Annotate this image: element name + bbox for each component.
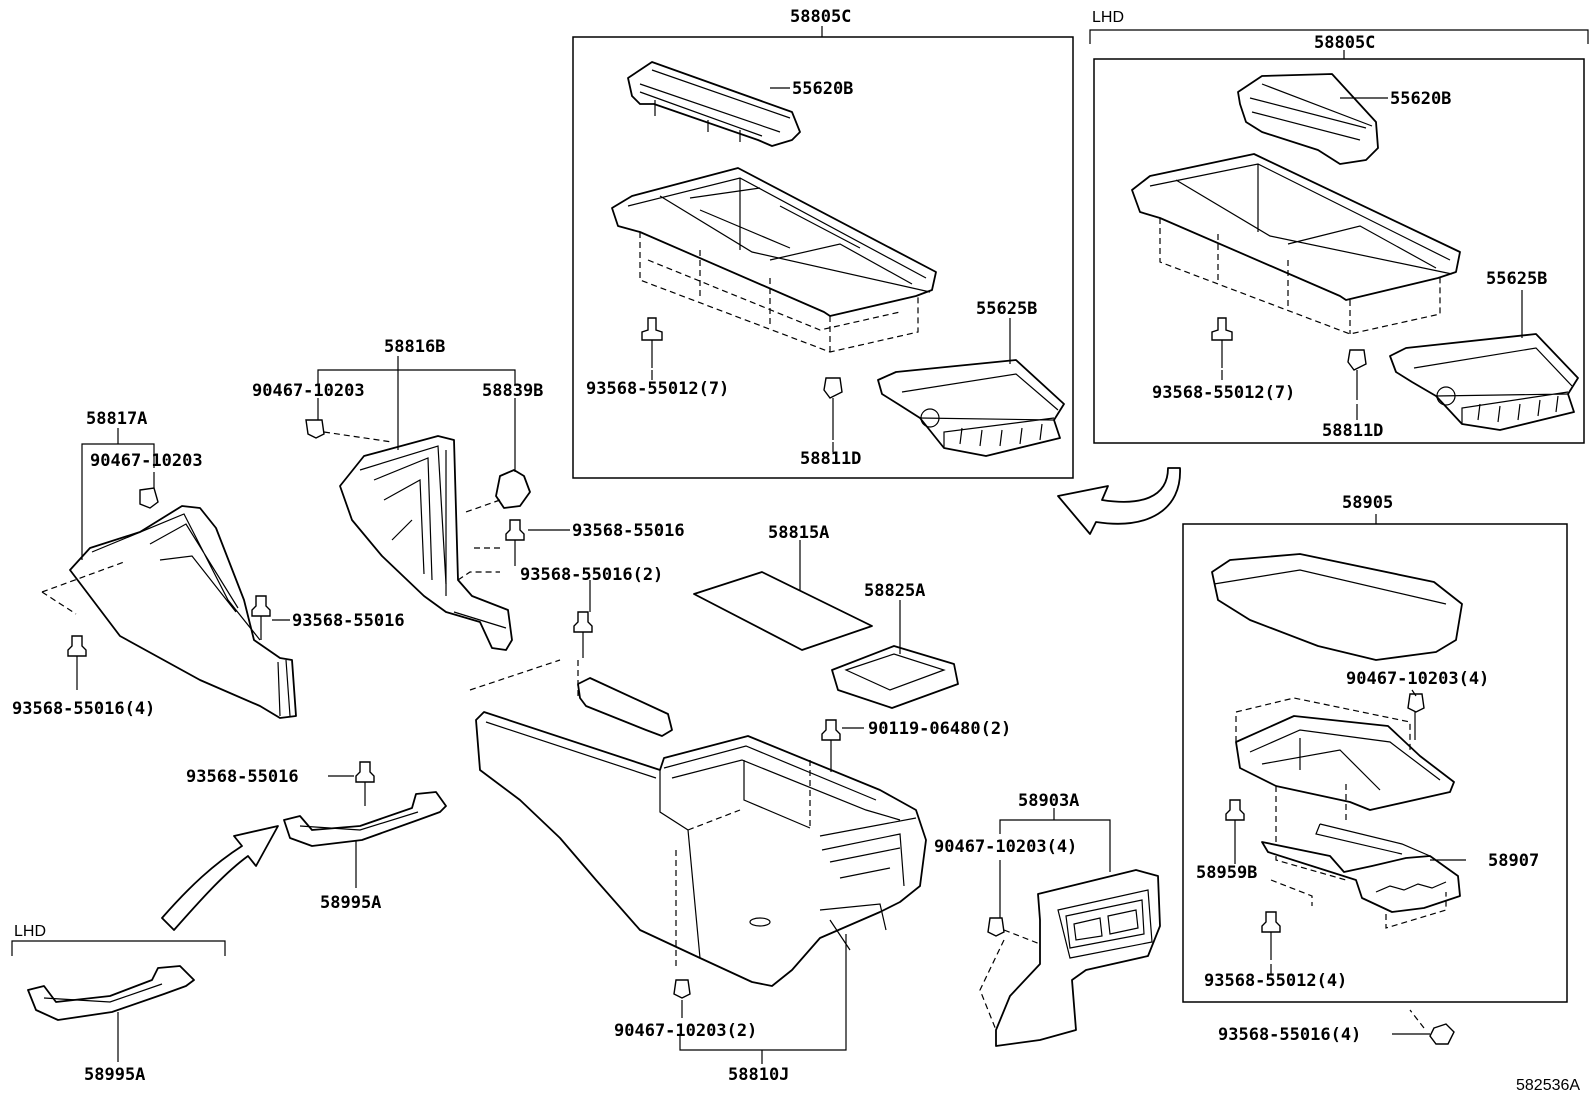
center-console-58810J <box>469 611 927 999</box>
label-90467-10203-left: 90467-10203 <box>90 451 203 471</box>
diagram-id: 582536A <box>1516 1077 1580 1094</box>
label-58815A: 58815A <box>768 523 829 543</box>
armrest-assembly-58905 <box>1211 553 1463 960</box>
mat-58815A <box>693 571 873 651</box>
label-93568-55016-c: 93568-55016 <box>186 767 299 787</box>
label-58811D-lhd: 58811D <box>1322 421 1383 441</box>
label-93568-55016-b: 93568-55016 <box>572 521 685 541</box>
lhd-bottom-bracket <box>11 940 226 956</box>
label-lhd-top: LHD <box>1092 9 1124 26</box>
label-58825A: 58825A <box>864 581 925 601</box>
label-93568-55016-4-left: 93568-55016(4) <box>12 699 155 719</box>
label-58995A-lhd: 58995A <box>84 1065 145 1085</box>
label-90119-06480-2: 90119-06480(2) <box>868 719 1011 739</box>
label-58839B: 58839B <box>482 381 543 401</box>
side-panel-58817A <box>41 487 297 719</box>
label-55625B-lhd: 55625B <box>1486 269 1547 289</box>
lhd-direction-arrow <box>1057 467 1181 535</box>
label-58905: 58905 <box>1342 493 1393 513</box>
label-58907: 58907 <box>1488 851 1539 871</box>
bracket-58995A-main <box>283 791 447 847</box>
label-55620B-main: 55620B <box>792 79 853 99</box>
console-box-main <box>611 61 1065 457</box>
console-box-lhd <box>1131 73 1579 431</box>
screw-93568-55016-a <box>251 595 271 617</box>
label-58816B: 58816B <box>384 337 445 357</box>
label-90467-10203-top: 90467-10203 <box>252 381 365 401</box>
label-93568-55012-7-main: 93568-55012(7) <box>586 379 729 399</box>
armrest-assembly-frame <box>1182 523 1568 1003</box>
label-90467-10203-2: 90467-10203(2) <box>614 1021 757 1041</box>
label-58995A-main: 58995A <box>320 893 381 913</box>
label-93568-55012-7-lhd: 93568-55012(7) <box>1152 383 1295 403</box>
label-93568-55012-4: 93568-55012(4) <box>1204 971 1347 991</box>
label-lhd-bottom: LHD <box>14 923 46 940</box>
label-55625B-main: 55625B <box>976 299 1037 319</box>
label-58817A: 58817A <box>86 409 147 429</box>
label-90467-10203-4-b: 90467-10203(4) <box>1346 669 1489 689</box>
label-93568-55016-2: 93568-55016(2) <box>520 565 663 585</box>
lhd-console-box-frame <box>1093 58 1585 444</box>
label-93568-55016-a: 93568-55016 <box>292 611 405 631</box>
label-58805C-main: 58805C <box>790 7 851 27</box>
screw-93568-55016-c <box>355 761 375 783</box>
label-58959B: 58959B <box>1196 863 1257 883</box>
label-90467-10203-4-a: 90467-10203(4) <box>934 837 1077 857</box>
lhd-bracket-arrow <box>161 825 279 931</box>
label-55620B-lhd: 55620B <box>1390 89 1451 109</box>
leader-lines <box>81 26 1523 1064</box>
screw-93568-55016-b <box>505 519 525 541</box>
label-58810J: 58810J <box>728 1065 789 1085</box>
label-58903A: 58903A <box>1018 791 1079 811</box>
label-93568-55016-4-right: 93568-55016(4) <box>1218 1025 1361 1045</box>
label-58805C-lhd: 58805C <box>1314 33 1375 53</box>
label-58811D-main: 58811D <box>800 449 861 469</box>
main-console-box-frame <box>572 36 1074 479</box>
tray-58825A <box>831 645 959 709</box>
lhd-top-bracket <box>1089 29 1589 44</box>
side-panel-58816B <box>305 419 531 651</box>
bracket-58995A-lhd <box>27 965 195 1021</box>
screw-93568-55016-left <box>67 635 87 657</box>
rear-panel-58903A <box>979 869 1161 1047</box>
screw-93568-55016-bottom <box>1429 1023 1455 1045</box>
